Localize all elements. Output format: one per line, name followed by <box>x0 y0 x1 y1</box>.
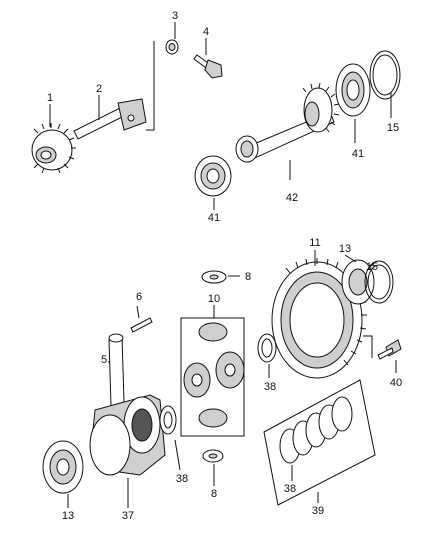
callout-41-left: 41 <box>208 212 220 224</box>
leader-bracket-40 <box>363 335 373 358</box>
cross-shaft-part-5 <box>108 333 125 407</box>
gear-part-1 <box>31 123 76 174</box>
snap-ring-part-15-upper <box>369 50 401 100</box>
callout-5: 5 <box>101 354 107 366</box>
washer-part-3 <box>165 39 179 55</box>
differential-case-part-37 <box>89 394 166 476</box>
callout-13-upper: 13 <box>339 243 351 255</box>
shim-part-38-case <box>159 405 177 435</box>
callout-40: 40 <box>390 377 402 389</box>
callout-39: 39 <box>312 505 324 517</box>
bolt-part-40 <box>377 339 402 360</box>
pin-part-6 <box>130 317 153 333</box>
washer-part-8-upper <box>201 270 227 284</box>
callout-4: 4 <box>203 26 209 38</box>
callout-37: 37 <box>122 510 134 522</box>
ring-gear-part-11 <box>271 258 367 379</box>
spider-gear-set-part-10 <box>180 317 245 437</box>
callout-15-lower: 15 <box>366 261 378 273</box>
callout-41-right: 41 <box>352 148 364 160</box>
callout-2: 2 <box>96 83 102 95</box>
callout-10: 10 <box>208 293 220 305</box>
callout-15-upper: 15 <box>387 122 399 134</box>
callout-8-upper: 8 <box>245 271 251 283</box>
callout-3: 3 <box>172 10 178 22</box>
shim-part-38-upper <box>257 333 277 363</box>
leader-lines <box>49 22 397 508</box>
callout-1: 1 <box>47 92 53 104</box>
bearing-part-41-upper <box>335 63 371 117</box>
callout-13-lower: 13 <box>62 510 74 522</box>
callout-42: 42 <box>286 192 298 204</box>
callout-8-lower: 8 <box>211 488 217 500</box>
callout-38-case: 38 <box>176 473 188 485</box>
washer-part-8-lower <box>202 449 224 463</box>
callout-6: 6 <box>136 291 142 303</box>
callout-38-shim: 38 <box>284 483 296 495</box>
callout-11: 11 <box>309 237 320 249</box>
shaft-gear-part-42 <box>235 82 340 163</box>
callout-labels: 1 2 3 4 15 41 41 42 11 13 15 8 6 10 5 38… <box>47 10 402 522</box>
bracket-line-3-4 <box>146 41 155 131</box>
bearing-part-13-upper <box>341 259 375 305</box>
snap-ring-part-15-lower <box>364 260 394 304</box>
callout-38-ring: 38 <box>264 381 276 393</box>
bolt-part-4 <box>193 54 223 79</box>
bearing-part-41-lower <box>194 155 232 197</box>
bearing-part-13-lower <box>42 440 84 494</box>
shim-set-part-39 <box>263 379 376 506</box>
shaft-part-2 <box>73 98 147 140</box>
